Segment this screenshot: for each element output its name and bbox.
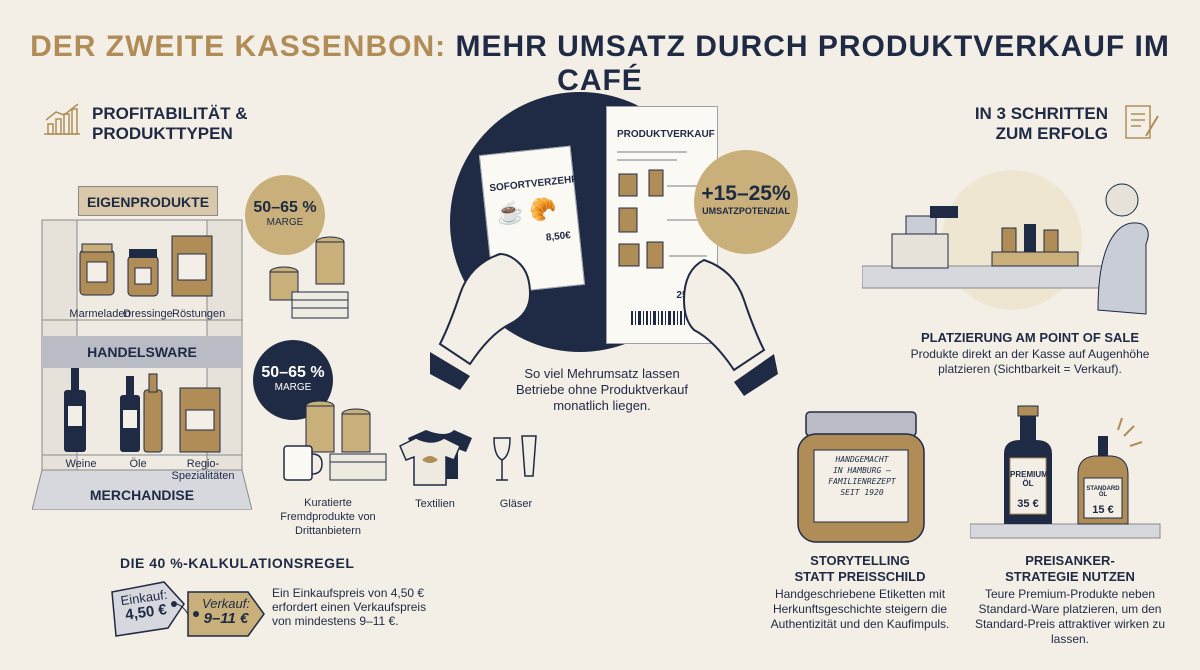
jar-label-line2: IN HAMBURG – xyxy=(833,466,891,475)
steps-heading-line2: ZUM ERFOLG xyxy=(995,124,1108,143)
mug-icon xyxy=(283,445,323,481)
step3-title: PREISANKER- STRATEGIE NUTZEN xyxy=(980,553,1160,585)
price-anchor-bottles-icon xyxy=(970,405,1161,539)
standard-price: 15 € xyxy=(1092,504,1114,516)
jar-label: HANDGEMACHT IN HAMBURG – FAMILIENREZEPT … xyxy=(816,454,908,498)
right-hand-icon xyxy=(682,258,778,396)
profitability-heading: PROFITABILITÄT & PRODUKTTYPEN xyxy=(92,104,248,144)
item-regio: Regio-Spezialitäten xyxy=(171,458,235,482)
umsatz-badge-value: +15–25% xyxy=(701,182,791,205)
steps-heading: IN 3 SCHRITTEN ZUM ERFOLG xyxy=(960,104,1108,144)
merchandise-label: MERCHANDISE xyxy=(89,487,195,503)
merch-textiles-label: Textilien xyxy=(415,498,455,510)
eigenprodukte-label: EIGENPRODUKTE xyxy=(78,186,218,216)
storytelling-jar-icon xyxy=(797,411,925,543)
umsatz-badge-label: UMSATZPOTENZIAL xyxy=(702,206,790,216)
calc-rule-heading: DIE 40 %-KALKULATIONSREGEL xyxy=(120,555,355,571)
chart-growth-icon xyxy=(44,103,80,135)
handel-margin-label: MARGE xyxy=(274,382,312,393)
steps-heading-line1: IN 3 SCHRITTEN xyxy=(974,104,1108,123)
step1-text: Produkte direkt an der Kasse auf Augenhö… xyxy=(910,347,1150,376)
page-title: DER ZWEITE KASSENBON: MEHR UMSATZ DURCH … xyxy=(0,30,1200,98)
receipt1-title: SOFORTVERZEHR xyxy=(488,173,580,195)
step3-title-line1: PREISANKER- xyxy=(1025,553,1115,568)
merch-curated-label: Kuratierte Fremdprodukte von Drittanbiet… xyxy=(280,497,376,537)
handel-margin-value: 50–65 % xyxy=(261,364,325,381)
item-dressinge: Dressinge xyxy=(123,308,173,320)
wine-bottle-icon xyxy=(64,366,86,452)
eigen-margin-value: 50–65 % xyxy=(253,199,317,216)
profitability-heading-line1: PROFITABILITÄT & xyxy=(92,104,248,123)
oil-bottle-icon xyxy=(120,373,163,453)
tshirt-icon xyxy=(399,430,472,486)
standard-label: STANDARD ÖL xyxy=(1086,486,1120,498)
tag-sell-label: Verkauf: xyxy=(202,596,250,611)
tag-sell-value: 9–11 € xyxy=(203,610,249,627)
tag-sell: Verkauf: 9–11 € xyxy=(196,596,256,626)
point-of-sale-illustration xyxy=(862,170,1149,315)
profitability-heading-line2: PRODUKTTYPEN xyxy=(92,124,233,143)
step2-title-line2: STATT PREISSCHILD xyxy=(794,569,926,584)
step3-title-line2: STRATEGIE NUTZEN xyxy=(1005,569,1135,584)
eigen-margin-badge: 50–65 % MARGE xyxy=(245,175,325,255)
glasses-icon xyxy=(493,435,537,481)
step2-text: Handgeschriebene Etiketten mit Herkunfts… xyxy=(770,587,950,631)
coins-money-icon-2 xyxy=(305,400,387,481)
jam-jar-icon xyxy=(79,243,115,296)
item-roestungen: Röstungen xyxy=(172,308,226,320)
left-hand-icon xyxy=(430,252,532,390)
item-weine: Weine xyxy=(65,458,97,470)
receipts-caption: So viel Mehrumsatz lassen Betriebe ohne … xyxy=(516,366,688,413)
coffee-bag-icon xyxy=(171,235,213,297)
step2-title-line1: STORYTELLING xyxy=(810,553,910,568)
barcode-icon xyxy=(631,311,685,325)
regional-bag-icon xyxy=(179,387,221,453)
product-list-icon xyxy=(617,151,707,269)
receipt2-title: PRODUKTVERKAUF xyxy=(617,129,715,140)
price-tags-icon xyxy=(111,581,265,637)
step2-title: STORYTELLING STATT PREISSCHILD xyxy=(770,553,950,585)
step3-text: Teure Premium-Produkte neben Standard-Wa… xyxy=(974,587,1166,646)
merch-glasses-label: Gläser xyxy=(499,498,533,510)
jar-label-line3: FAMILIENREZEPT xyxy=(828,477,896,486)
umsatz-badge: +15–25% UMSATZPOTENZIAL xyxy=(694,150,798,254)
coins-money-icon xyxy=(269,236,349,319)
eigen-margin-label: MARGE xyxy=(266,217,304,228)
item-oele: Öle xyxy=(129,458,147,470)
jar-label-line1: HANDGEMACHT xyxy=(835,455,889,464)
premium-label: PREMIUM ÖL xyxy=(1010,470,1048,488)
handelsware-label: HANDELSWARE xyxy=(42,336,242,368)
jar-label-line4: SEIT 1920 xyxy=(840,488,884,497)
title-part1: DER ZWEITE KASSENBON: xyxy=(30,30,447,63)
checklist-icon xyxy=(1125,105,1159,139)
dressing-jar-icon xyxy=(127,249,159,297)
coffee-croissant-icon: ☕ 🥐 xyxy=(494,195,559,227)
calc-rule-text: Ein Einkaufspreis von 4,50 € erfordert e… xyxy=(272,586,427,628)
step1-title: PLATZIERUNG AM POINT OF SALE xyxy=(920,330,1140,345)
premium-price: 35 € xyxy=(1017,498,1039,510)
title-part2: MEHR UMSATZ DURCH PRODUKTVERKAUF IM CAFÉ xyxy=(455,30,1170,97)
item-marmeladen: Marmeladen xyxy=(69,308,131,320)
